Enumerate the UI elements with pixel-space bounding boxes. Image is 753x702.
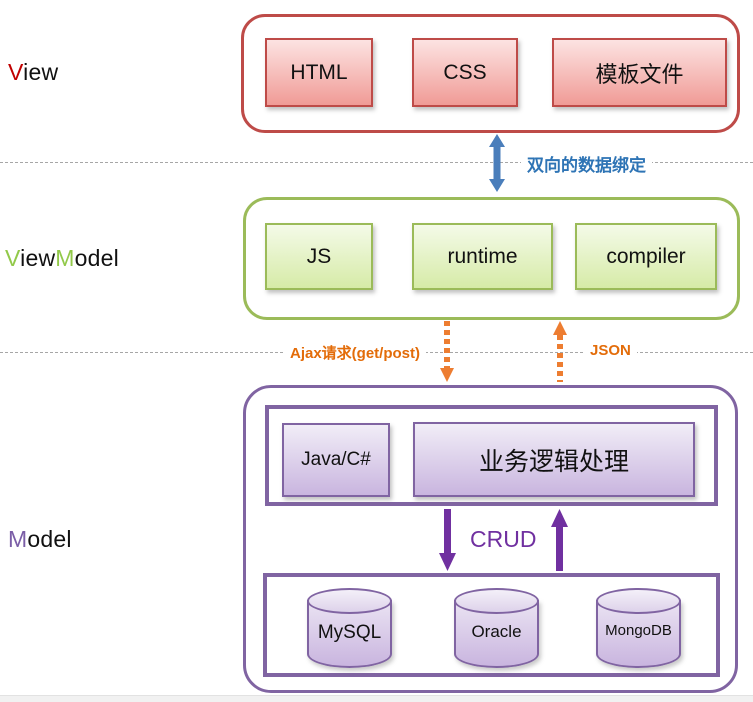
css-box: CSS <box>412 38 518 107</box>
model-section-label: Model <box>8 526 72 552</box>
ajax-request-label: Ajax请求(get/post) <box>284 342 427 363</box>
bottom-edge-strip <box>0 695 753 702</box>
crud-up-arrow-icon <box>551 509 568 571</box>
mongodb-label: MongoDB <box>605 622 672 639</box>
crud-label: CRUD <box>470 526 537 552</box>
oracle-label: Oracle <box>471 622 522 641</box>
compiler-box: compiler <box>575 223 717 290</box>
mysql-database-cylinder-icon: MySQL <box>307 588 392 668</box>
template-file-box: 模板文件 <box>552 38 727 107</box>
two-way-binding-arrow-icon <box>489 134 505 192</box>
section-divider-view-viewmodel <box>0 162 753 163</box>
runtime-box: runtime <box>412 223 553 290</box>
mysql-label: MySQL <box>317 622 382 643</box>
html-box: HTML <box>265 38 373 107</box>
java-csharp-box: Java/C# <box>282 423 390 497</box>
cylinder-body <box>596 600 681 668</box>
cylinder-top <box>454 588 539 614</box>
ajax-request-down-arrow-icon <box>440 321 454 382</box>
business-logic-box: 业务逻辑处理 <box>413 422 695 497</box>
cylinder-top <box>596 588 681 614</box>
oracle-database-cylinder-icon: Oracle <box>454 588 539 668</box>
viewmodel-section-label: ViewModel <box>5 245 119 271</box>
mongodb-database-cylinder-icon: MongoDB <box>596 588 681 668</box>
cylinder-top <box>307 588 392 614</box>
two-way-binding-label: 双向的数据绑定 <box>521 151 652 176</box>
view-section-label: View <box>8 59 59 85</box>
json-label: JSON <box>584 342 637 359</box>
crud-down-arrow-icon <box>439 509 456 571</box>
js-box: JS <box>265 223 373 290</box>
json-up-arrow-icon <box>553 321 567 382</box>
